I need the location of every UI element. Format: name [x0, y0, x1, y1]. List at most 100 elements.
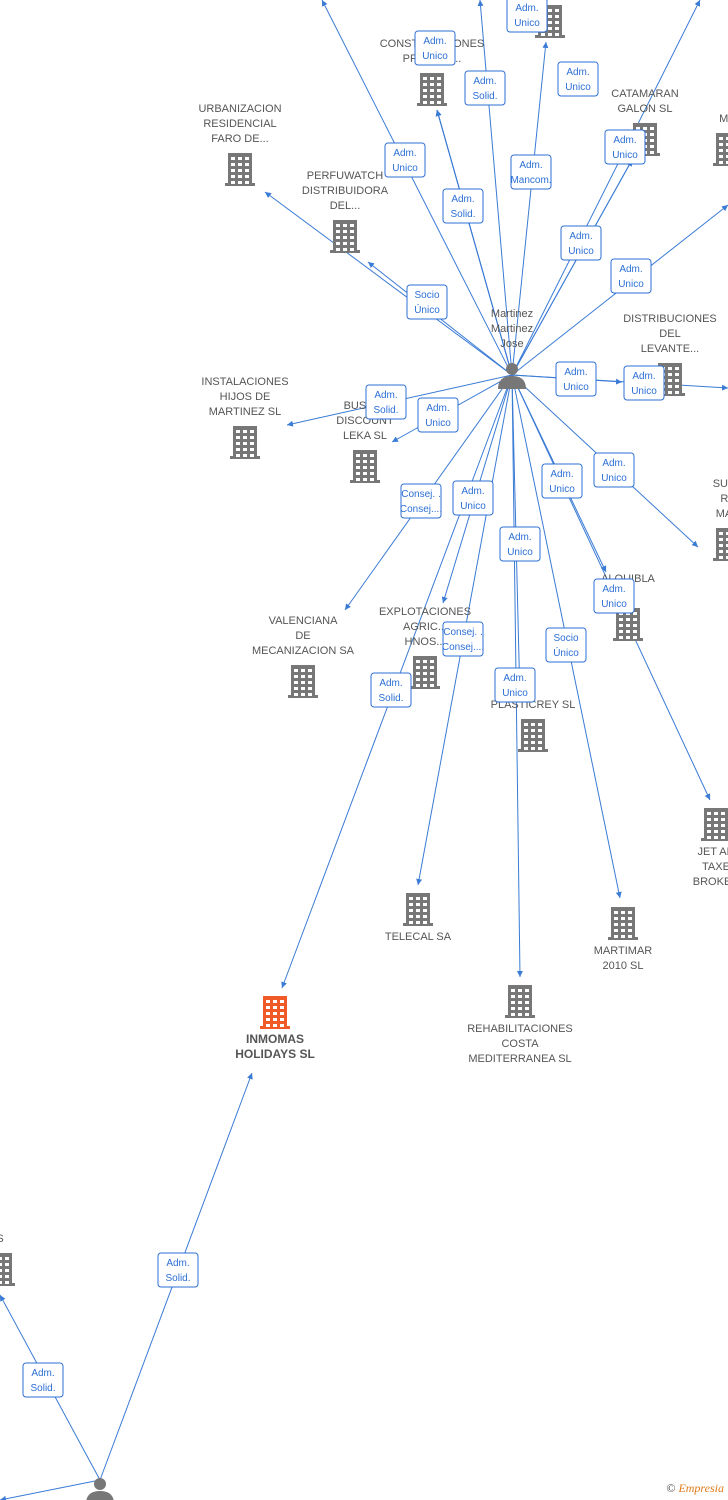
edge-label[interactable]: Adm. Unico: [593, 578, 635, 614]
edge-label-text: Adm.: [602, 584, 625, 595]
node-label: TAXE: [702, 861, 728, 873]
edge-label[interactable]: Adm.Solid.: [370, 672, 412, 708]
edge-label-text: Unico: [460, 501, 486, 512]
node-label: HIJOS DE: [220, 391, 271, 403]
edge-label[interactable]: Adm.Unico: [623, 365, 665, 401]
edge-label-text: Adm.: [31, 1368, 54, 1379]
company-node-martimar[interactable]: MARTIMAR 2010 SL: [594, 907, 653, 972]
node-label: INMOMAS: [246, 1032, 304, 1046]
company-node-distribuciones[interactable]: DISTRIBUCIONESDELLEVANTE...: [623, 313, 717, 396]
person-node-p2[interactable]: [86, 1478, 114, 1500]
company-node-telecal[interactable]: TELECAL SA: [385, 893, 452, 943]
edge-label-text: Adm.: [461, 486, 484, 497]
node-label: DISTRIBUIDORA: [302, 185, 389, 197]
edge-label[interactable]: Adm.Solid.: [157, 1252, 199, 1288]
edge-label-text: Unico: [618, 279, 644, 290]
edge-label-text: Unico: [392, 163, 418, 174]
edge-label[interactable]: Adm.Solid.: [365, 384, 407, 420]
edge-label-text: Unico: [568, 246, 594, 257]
node-label: EXPLOTACIONES: [379, 606, 471, 618]
edge-label[interactable]: Adm.Mancom.: [510, 154, 552, 190]
edge-label[interactable]: Adm.Unico: [604, 129, 646, 165]
node-label: MARTIMAR: [594, 945, 653, 957]
edge-label[interactable]: Adm.Unico: [506, 0, 548, 33]
edge-label-text: Socio: [553, 633, 578, 644]
node-label: COSTA: [501, 1038, 539, 1050]
edge-label[interactable]: Consej. .Consej....: [442, 621, 484, 657]
node-label: LEVANTE...: [641, 343, 699, 355]
node-label: MEDITERRANEA SL: [468, 1053, 571, 1065]
node-label: JET AN: [697, 846, 728, 858]
edge-label-box: [510, 154, 552, 190]
edge-label[interactable]: Adm.Solid.: [464, 70, 506, 106]
node-label: Martinez: [491, 308, 533, 320]
node-label: LEKA SL: [343, 430, 387, 442]
company-node-leftco[interactable]: S: [0, 1233, 15, 1286]
edge-label[interactable]: Adm.Unico: [494, 667, 536, 703]
footer-brand[interactable]: © Empresia: [666, 1481, 724, 1496]
node-label: DISTRIBUCIONES: [623, 313, 717, 325]
company-node-perfuwatch[interactable]: PERFUWATCHDISTRIBUIDORADEL...: [302, 170, 389, 253]
company-node-suscr[interactable]: SUSCREMAR: [713, 478, 728, 561]
edge-label[interactable]: Adm.Unico: [541, 463, 583, 499]
edge-label-text: Mancom.: [510, 175, 551, 186]
node-label: SUSC: [713, 478, 728, 490]
edge-label[interactable]: Adm. Unico: [452, 480, 494, 516]
edge-label-box: [157, 1252, 199, 1288]
edge-line: [477, 0, 513, 376]
edge-label[interactable]: Consej. .Consej....: [400, 483, 442, 519]
building-icon: [713, 133, 728, 166]
edge-label[interactable]: Adm.Unico: [499, 526, 541, 562]
company-node-plasticrey[interactable]: PLASTICREY SL: [491, 699, 576, 752]
edge-label[interactable]: Adm.Unico: [417, 397, 459, 433]
edge-label[interactable]: Adm.Unico: [557, 61, 599, 97]
company-node-explotaciones[interactable]: EXPLOTACIONESAGRIC...HNOS...: [379, 606, 471, 689]
edge-label[interactable]: Adm.Unico: [593, 452, 635, 488]
edge-label-text: Adm.: [569, 231, 592, 242]
node-label: MO: [719, 113, 728, 125]
edge-label[interactable]: Adm. Unico: [560, 225, 602, 261]
node-label: URBANIZACION: [198, 103, 281, 115]
edge-label-text: Adm.: [613, 135, 636, 146]
edge-label-box: [22, 1362, 64, 1398]
building-icon: [505, 985, 535, 1018]
edge-label-box: [557, 61, 599, 97]
edge-label[interactable]: Adm. Solid.: [22, 1362, 64, 1398]
edge-label-box: [442, 621, 484, 657]
node-label: VALENCIANA: [269, 615, 339, 627]
edge-label-text: Unico: [563, 382, 589, 393]
edge-label[interactable]: Adm.Unico: [384, 142, 426, 178]
edge-line: [321, 0, 513, 376]
edge-label-text: Unico: [425, 418, 451, 429]
node-label: 2010 SL: [603, 960, 644, 972]
edge-label-text: Unico: [601, 599, 627, 610]
edge-label-text: Consej. .: [443, 627, 482, 638]
company-node-mo[interactable]: MO: [713, 113, 728, 166]
building-icon: [713, 528, 728, 561]
edge-label[interactable]: Adm. Unico: [610, 258, 652, 294]
node-label: INSTALACIONES: [201, 376, 288, 388]
company-node-jetan[interactable]: JET ANTAXEBROKER: [693, 808, 728, 888]
edge-label-box: [541, 463, 583, 499]
edge-label[interactable]: Adm.Unico: [414, 30, 456, 66]
edge-label-text: Adm.: [619, 264, 642, 275]
edge-label-box: [506, 0, 548, 33]
node-label: MAR: [716, 508, 728, 520]
edge-label-box: [593, 452, 635, 488]
node-label: DEL...: [330, 200, 361, 212]
edge-label[interactable]: Adm.Unico: [555, 361, 597, 397]
node-label: FARO DE...: [211, 133, 268, 145]
edge-label-text: Consej. .: [401, 489, 440, 500]
edge-label-text: Solid.: [30, 1383, 55, 1394]
edge-label[interactable]: Adm.Solid.: [442, 188, 484, 224]
edge-label-box: [555, 361, 597, 397]
